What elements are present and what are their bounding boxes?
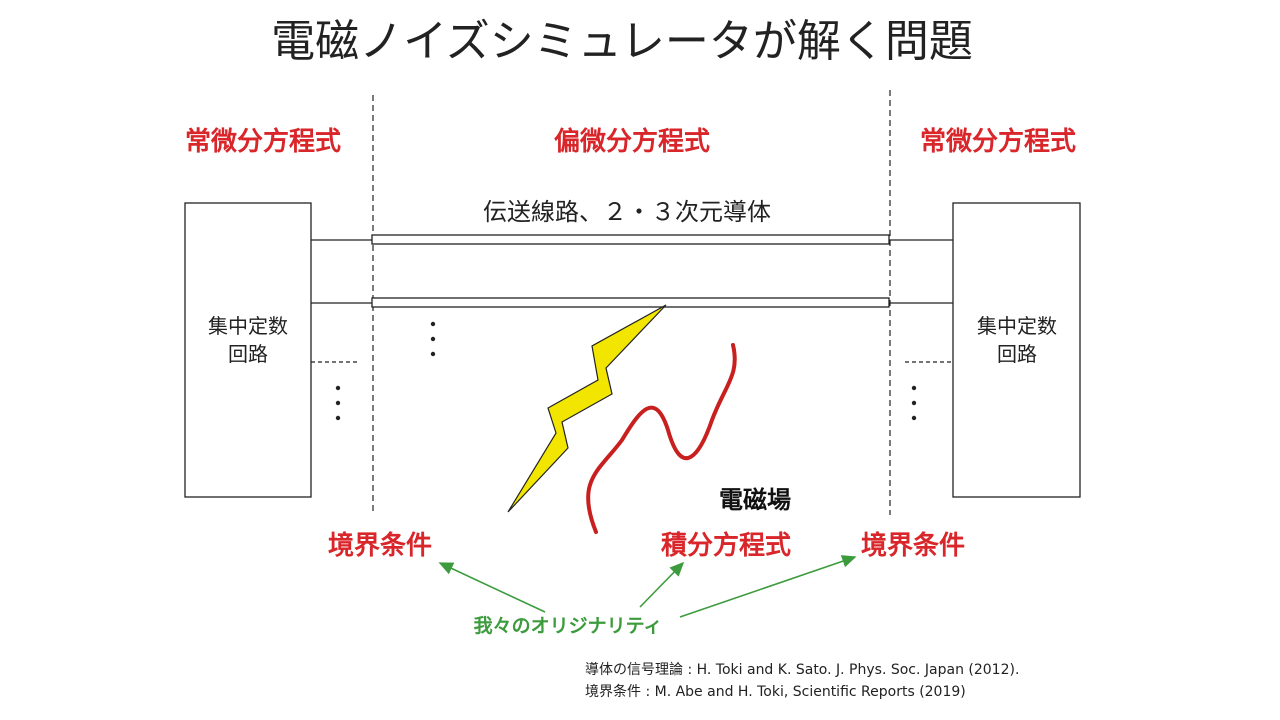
- right-heading: 常微分方程式: [920, 126, 1076, 157]
- left-box-line1: 集中定数: [208, 314, 288, 338]
- right-lumped-circuit-box: [952, 202, 1081, 498]
- page-title: 電磁ノイズシミュレータが解く問題: [271, 16, 973, 67]
- ellipsis-dots: [335, 321, 917, 421]
- reference-2: 境界条件 : M. Abe and H. Toki, Scientific Re…: [585, 683, 966, 700]
- conductor-label: 伝送線路、２・３次元導体: [483, 198, 771, 226]
- lightning-icon: [507, 304, 667, 513]
- conductor-bottom: [371, 297, 890, 308]
- left-box-line2: 回路: [228, 342, 268, 366]
- left-lumped-circuit-box: [184, 202, 312, 498]
- right-boundary-label: 境界条件: [861, 530, 965, 561]
- left-boundary-label: 境界条件: [328, 530, 432, 561]
- center-heading: 偏微分方程式: [554, 126, 710, 157]
- reference-1: 導体の信号理論 : H. Toki and K. Sato. J. Phys. …: [585, 662, 1019, 678]
- field-label: 電磁場: [719, 486, 791, 514]
- integral-equation-label: 積分方程式: [661, 530, 791, 561]
- em-wave-icon: [586, 343, 737, 534]
- conductor-top: [371, 234, 890, 245]
- left-heading: 常微分方程式: [185, 126, 341, 157]
- right-box-line1: 集中定数: [977, 314, 1057, 338]
- right-box-line2: 回路: [997, 342, 1037, 366]
- connection-wires: [311, 239, 953, 363]
- originality-label: 我々のオリジナリティ: [474, 615, 663, 637]
- originality-arrows: [438, 555, 857, 618]
